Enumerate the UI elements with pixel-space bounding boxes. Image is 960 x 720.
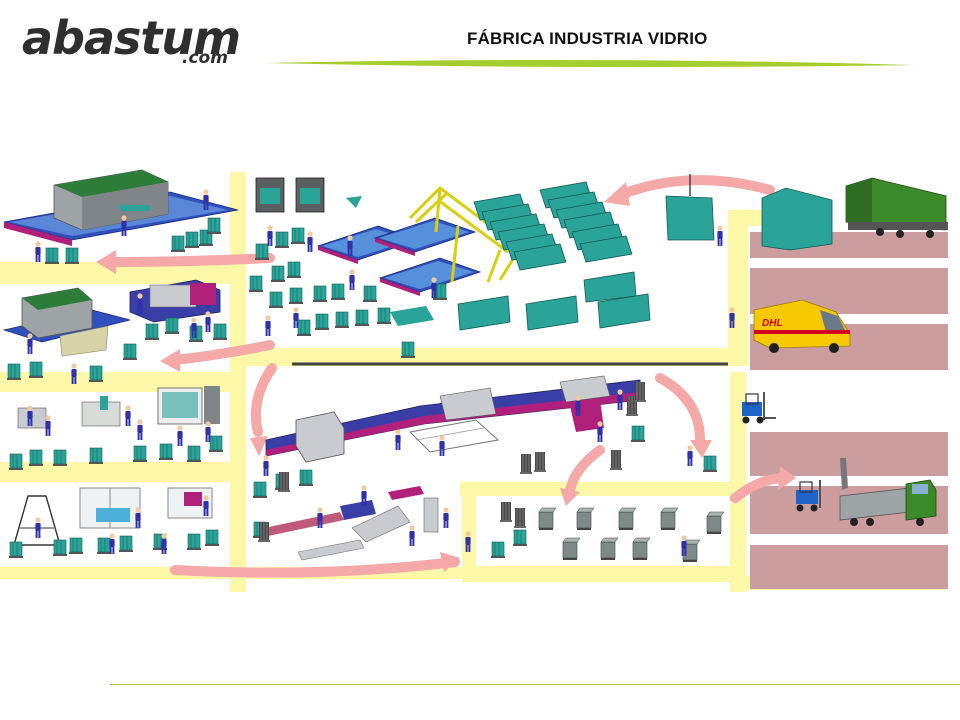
factory-plant-diagram: DHL <box>0 169 948 592</box>
glass-stock-racks <box>457 181 833 331</box>
logo-wordmark: abastum <box>22 8 241 68</box>
logo-text: abastum <box>22 11 241 65</box>
processing-row-third <box>17 386 220 429</box>
loading-docks <box>750 232 948 589</box>
forklift-top <box>742 392 776 424</box>
footer-line <box>110 684 960 685</box>
van-brand-label: DHL <box>762 318 783 329</box>
gantry-crane <box>408 186 523 283</box>
finished-carts <box>538 507 725 563</box>
green-truck <box>845 177 948 238</box>
tempering-line-top <box>3 169 239 246</box>
assembly-row-fourth <box>13 487 213 546</box>
tempering-line-second <box>2 279 221 357</box>
flow-arrowheads <box>96 182 796 572</box>
forklift-bottom <box>796 480 821 512</box>
logo-domain: .com <box>182 48 228 68</box>
page-title: FÁBRICA INDUSTRIA VIDRIO <box>467 29 708 48</box>
flow-arrows <box>105 175 790 578</box>
spacer-frame-benches <box>264 486 439 561</box>
header-swoosh <box>265 59 915 68</box>
cutting-tables <box>255 177 481 326</box>
flatbed-truck <box>839 458 937 526</box>
dhl-van: DHL <box>753 299 851 353</box>
abastum-logo: abastum .com <box>22 8 252 74</box>
floor-corridors <box>0 172 946 592</box>
insulating-glass-line <box>265 375 641 463</box>
